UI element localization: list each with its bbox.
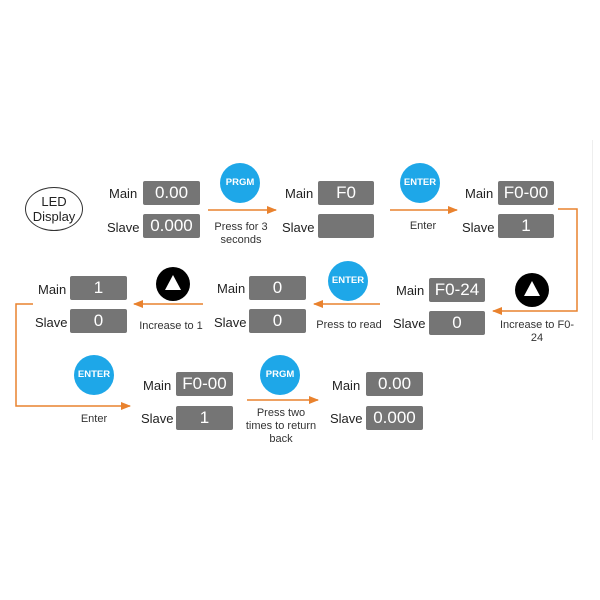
caption-enter: Enter xyxy=(409,220,437,232)
step3-main-display: F0-00 xyxy=(498,181,554,205)
main-label: Main xyxy=(332,378,361,393)
arrow-step3-to-step4 xyxy=(492,208,578,315)
caption-enter: Enter xyxy=(80,413,108,425)
step6-main-display: 1 xyxy=(70,276,127,300)
main-label: Main xyxy=(465,186,494,201)
caption-increase-to-1: Increase to 1 xyxy=(139,320,203,332)
step1-main-display: 0.00 xyxy=(143,181,200,205)
step5-main-display: 0 xyxy=(249,276,306,300)
step7-main-display: F0-00 xyxy=(176,372,233,396)
step2-slave-display xyxy=(318,214,374,238)
enter-button[interactable]: ENTER xyxy=(328,261,368,301)
slave-label: Slave xyxy=(107,220,140,235)
step2-main-display: F0 xyxy=(318,181,374,205)
main-label: Main xyxy=(396,283,425,298)
prgm-button[interactable]: PRGM xyxy=(260,355,300,395)
up-arrow-button[interactable] xyxy=(156,267,190,301)
enter-button[interactable]: ENTER xyxy=(400,163,440,203)
slave-label: Slave xyxy=(393,316,426,331)
step3-slave-display: 1 xyxy=(498,214,554,238)
step4-slave-display: 0 xyxy=(429,311,485,335)
caption-increase-to-f0-24: Increase to F0-24 xyxy=(500,319,574,344)
enter-button[interactable]: ENTER xyxy=(74,355,114,395)
slave-label: Slave xyxy=(282,220,315,235)
main-label: Main xyxy=(285,186,314,201)
slave-label: Slave xyxy=(141,411,174,426)
main-label: Main xyxy=(109,186,138,201)
page-edge-line xyxy=(592,140,593,440)
step6-slave-display: 0 xyxy=(70,309,127,333)
step8-slave-display: 0.000 xyxy=(366,406,423,430)
caption-press-two-times: Press two times to return back xyxy=(245,407,317,445)
main-label: Main xyxy=(38,282,67,297)
step1-slave-display: 0.000 xyxy=(143,214,200,238)
slave-label: Slave xyxy=(214,315,247,330)
main-label: Main xyxy=(143,378,172,393)
slave-label: Slave xyxy=(330,411,363,426)
caption-press-3-seconds: Press for 3 seconds xyxy=(214,221,268,246)
up-arrow-icon xyxy=(165,275,181,290)
main-label: Main xyxy=(217,281,246,296)
step8-main-display: 0.00 xyxy=(366,372,423,396)
step5-slave-display: 0 xyxy=(249,309,306,333)
arrow-step6-to-step7 xyxy=(15,303,131,410)
up-arrow-button[interactable] xyxy=(515,273,549,307)
prgm-button[interactable]: PRGM xyxy=(220,163,260,203)
step4-main-display: F0-24 xyxy=(429,278,485,302)
step7-slave-display: 1 xyxy=(176,406,233,430)
slave-label: Slave xyxy=(35,315,68,330)
up-arrow-icon xyxy=(524,281,540,296)
slave-label: Slave xyxy=(462,220,495,235)
caption-press-to-read: Press to read xyxy=(316,319,382,331)
